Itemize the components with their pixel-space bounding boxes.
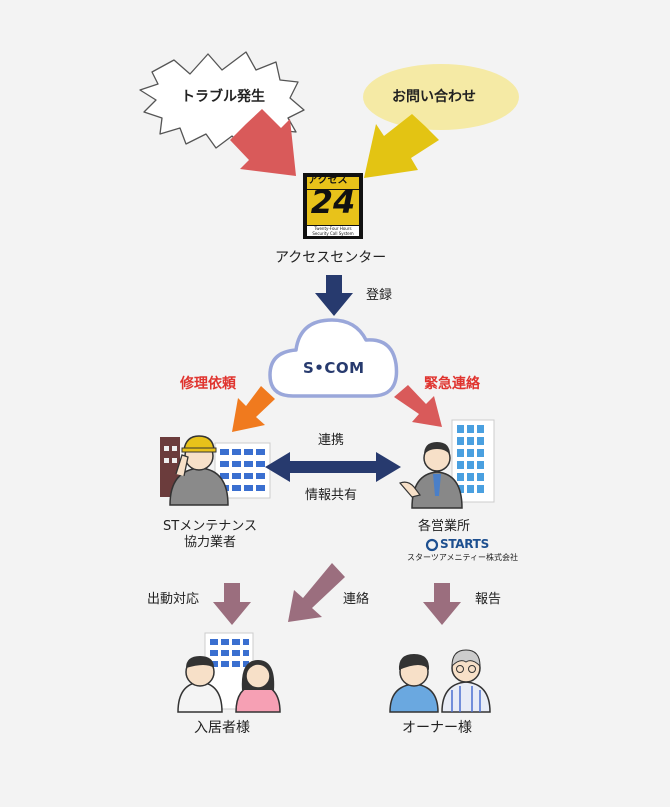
contact-label: 連絡 xyxy=(343,592,370,607)
starts-company-name: スターツアメニティー株式会社 xyxy=(407,553,518,562)
residents-illustration xyxy=(177,632,281,713)
cooperation-label: 連携 xyxy=(318,433,345,448)
emergency-contact-label: 緊急連絡 xyxy=(424,376,480,392)
emergency-contact-arrow xyxy=(394,385,442,427)
branch-offices-label: 各営業所 xyxy=(418,519,471,534)
maintenance-worker-illustration xyxy=(160,435,271,506)
st-maintenance-label: STメンテナンス 協力業者 xyxy=(160,519,260,552)
trouble-label: トラブル発生 xyxy=(181,89,265,105)
repair-request-label: 修理依頼 xyxy=(180,376,236,392)
contact-arrow xyxy=(288,563,345,622)
report-arrow xyxy=(423,583,461,625)
access24-logo-line2: Security Call System xyxy=(312,231,354,236)
inquiry-arrow xyxy=(364,114,439,178)
info-share-label: 情報共有 xyxy=(305,488,358,503)
owner-label: オーナー様 xyxy=(402,720,472,736)
access24-logo xyxy=(303,173,363,239)
branch-office-illustration xyxy=(398,419,495,509)
starts-logo-text: STARTS xyxy=(440,537,489,551)
access24-logo-line1: Twenty-Four Hours xyxy=(314,226,352,231)
trouble-arrow xyxy=(230,109,296,176)
st-maintenance-line1: STメンテナンス xyxy=(163,519,257,534)
dispatch-label: 出動対応 xyxy=(147,592,200,607)
access24-logo-number: 24 xyxy=(310,183,356,221)
owners-illustration xyxy=(389,649,491,713)
report-label: 報告 xyxy=(475,592,502,607)
st-maintenance-line2: 協力業者 xyxy=(183,535,236,551)
residents-label: 入居者様 xyxy=(194,720,250,736)
repair-request-arrow xyxy=(232,386,275,432)
inquiry-label: お問い合わせ xyxy=(392,89,476,105)
register-arrow xyxy=(315,275,353,316)
cooperation-double-arrow xyxy=(265,452,401,482)
access-center-label: アクセスセンター xyxy=(275,250,387,266)
dispatch-arrow xyxy=(213,583,251,625)
scom-label: S•COM xyxy=(303,359,365,377)
register-label: 登録 xyxy=(366,288,393,303)
inquiry-bubble xyxy=(363,64,519,130)
starts-logo-ring xyxy=(425,538,439,552)
access24-logo-top: アクセス xyxy=(308,175,348,186)
scom-cloud xyxy=(268,318,399,398)
